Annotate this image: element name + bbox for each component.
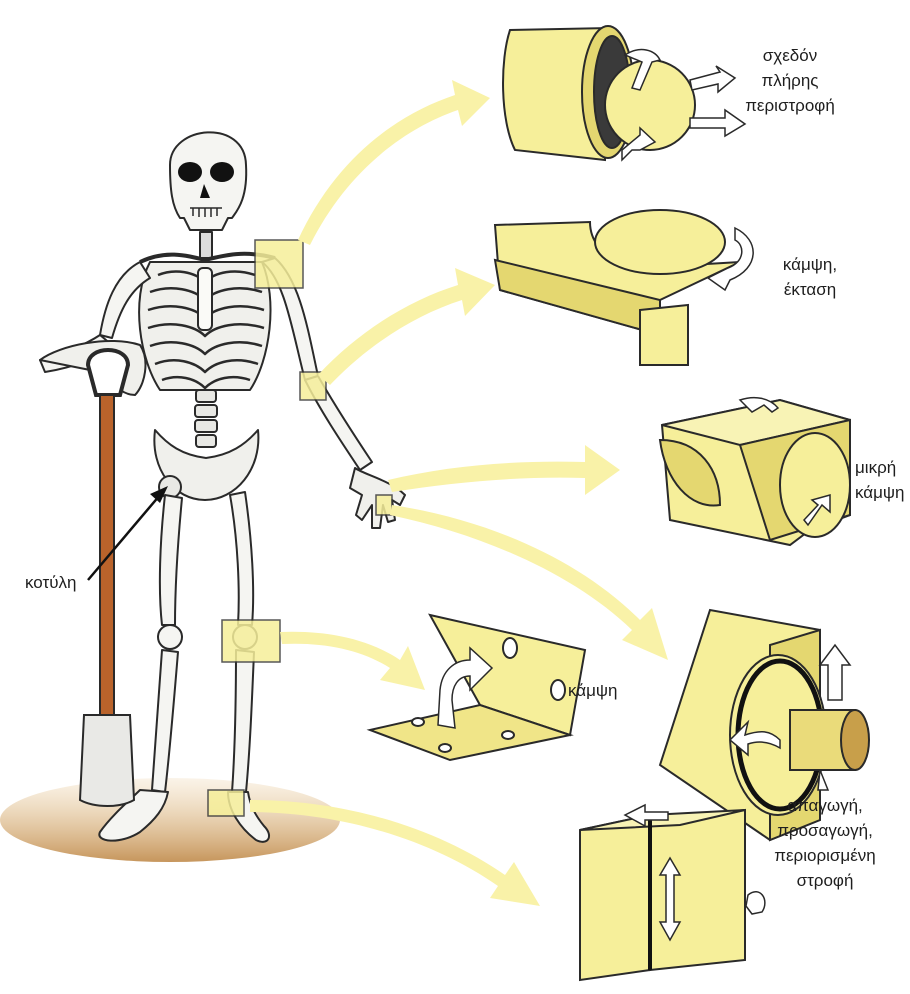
ball-socket-model	[503, 26, 745, 160]
right-femur	[160, 495, 182, 625]
shoulder-highlight	[255, 240, 303, 288]
acetabulum-label: κοτύλη	[25, 570, 76, 595]
wrist-highlight	[376, 495, 392, 515]
arrow-shoulder	[298, 80, 490, 245]
ankle-motion-line-1: απαγωγή,	[760, 793, 890, 818]
wrist-motion-line-1: μικρή	[855, 455, 905, 480]
shoulder-motion-line-2: πλήρης	[735, 68, 845, 93]
left-eye-socket	[178, 162, 202, 182]
connector-arrows	[250, 80, 668, 906]
ankle-motion-line-3: περιορισμένη	[760, 843, 890, 868]
shoulder-motion-line-3: περιστροφή	[735, 93, 845, 118]
sternum	[198, 268, 212, 330]
hinge-model	[495, 210, 753, 365]
gliding-model	[580, 805, 765, 980]
elbow-motion-line-2: έκταση	[770, 277, 850, 302]
cervical-spine	[200, 232, 212, 258]
elbow-motion-label: κάμψη, έκταση	[770, 252, 850, 302]
shovel-blade	[80, 715, 134, 806]
ankle-highlight	[208, 790, 244, 816]
skull	[170, 132, 246, 230]
arrow-knee	[280, 632, 425, 690]
shovel-grip	[88, 350, 128, 395]
arrow-wrist	[388, 445, 620, 495]
right-tibia	[152, 650, 178, 792]
ankle-motion-label: απαγωγή, προσαγωγή, περιορισμένη στροφή	[760, 793, 890, 893]
ground-patch	[0, 778, 340, 862]
knee-motion-label: κάμψη	[568, 678, 618, 703]
shovel-handle	[100, 395, 114, 715]
wrist-motion-label: μικρή κάμψη	[855, 455, 905, 505]
lumbar-spine	[195, 390, 217, 447]
wrist-motion-line-2: κάμψη	[855, 480, 905, 505]
ankle-motion-line-4: στροφή	[760, 868, 890, 893]
condyloid-model	[660, 398, 850, 545]
elbow-motion-line-1: κάμψη,	[770, 252, 850, 277]
arrow-elbow	[318, 268, 495, 385]
ankle-motion-line-2: προσαγωγή,	[760, 818, 890, 843]
shoulder-motion-line-1: σχεδόν	[735, 43, 845, 68]
right-eye-socket	[210, 162, 234, 182]
right-kneecap	[158, 625, 182, 649]
left-femur	[230, 492, 253, 625]
knee-hinge-model	[370, 615, 585, 760]
knee-highlight	[222, 620, 280, 662]
shoulder-motion-label: σχεδόν πλήρης περιστροφή	[735, 43, 845, 118]
left-tibia	[232, 650, 254, 792]
